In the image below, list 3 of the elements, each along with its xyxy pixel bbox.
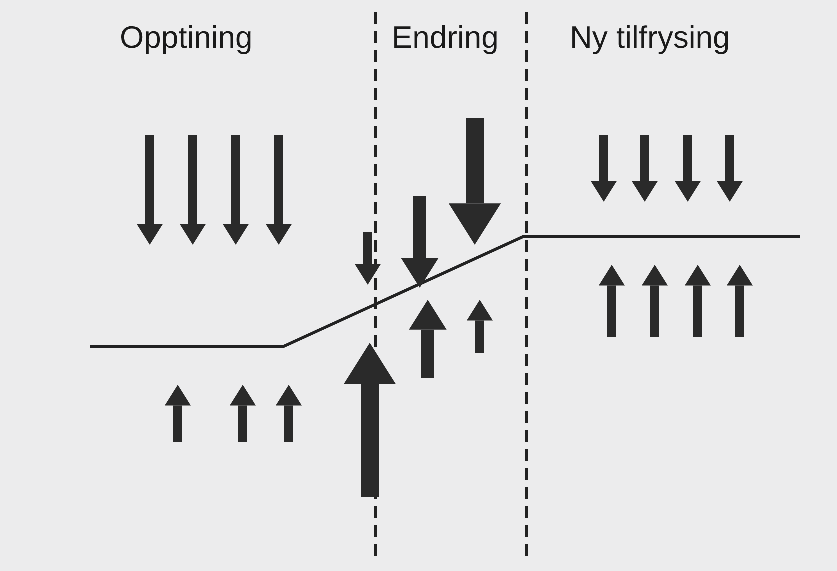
phase-heading: Ny tilfrysing — [570, 20, 730, 56]
phase-heading: Endring — [392, 20, 499, 56]
phase-heading: Opptining — [120, 20, 253, 56]
